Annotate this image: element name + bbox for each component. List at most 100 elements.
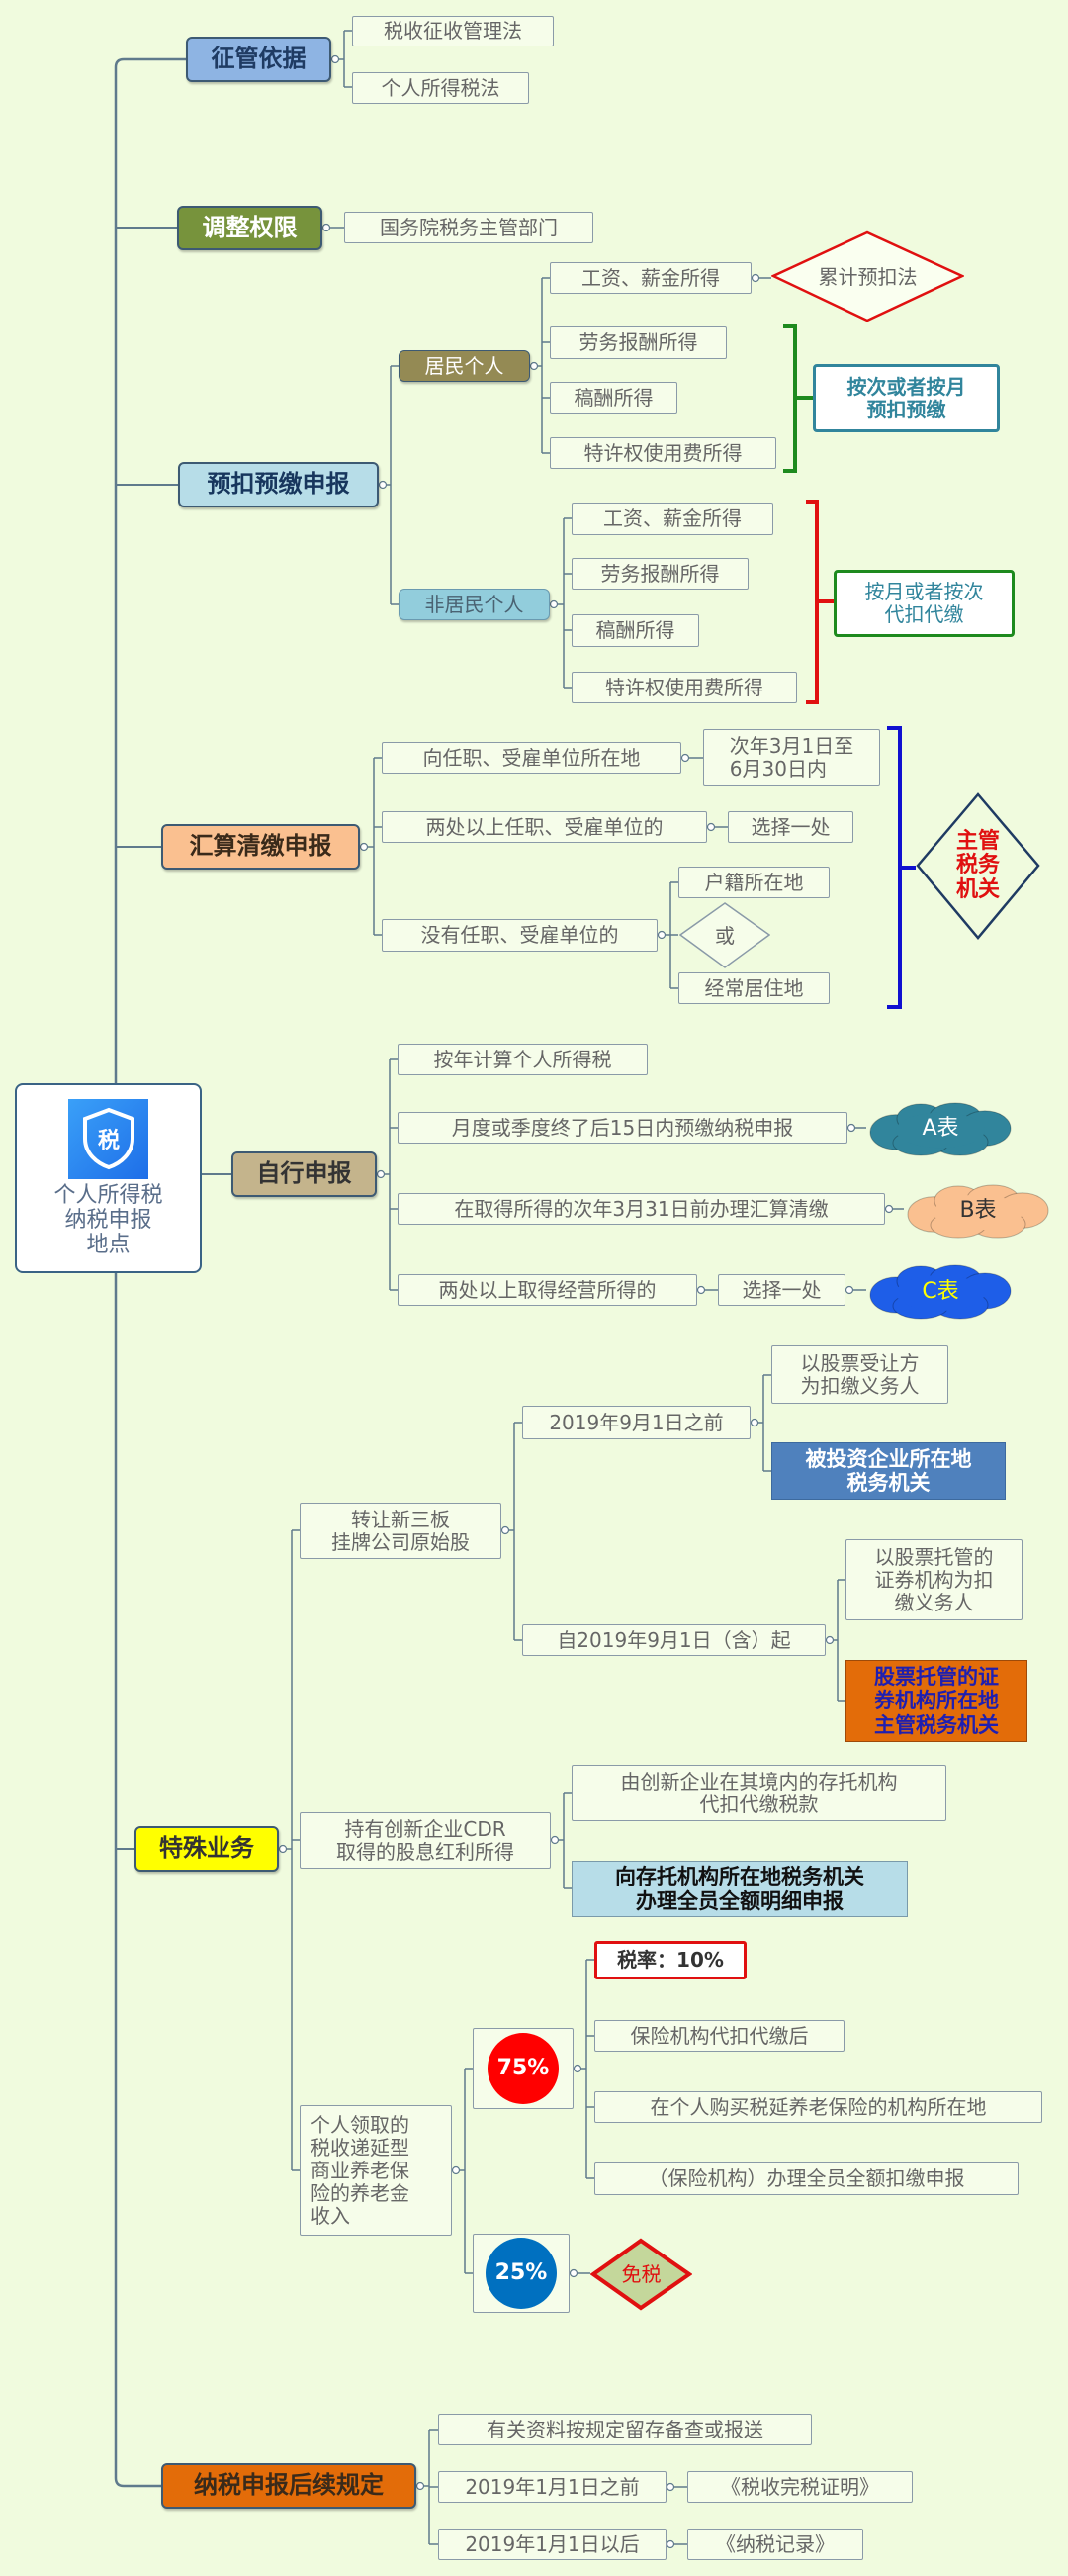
followup-tax-record[interactable]: 《纳税记录》 bbox=[687, 2529, 863, 2560]
followup-tax-certificate[interactable]: 《税收完税证明》 bbox=[687, 2471, 913, 2503]
nonresident-item-franchise[interactable]: 特许权使用费所得 bbox=[572, 672, 797, 703]
collapse-toggle-icon[interactable] bbox=[573, 2064, 582, 2073]
collapse-toggle-icon[interactable] bbox=[845, 1285, 854, 1295]
collapse-toggle-icon[interactable] bbox=[884, 1204, 894, 1214]
competent-tax-authority-label: 主管 税务 机关 bbox=[955, 829, 1000, 902]
node-resident[interactable]: 居民个人 bbox=[399, 350, 530, 382]
settlement-household-place[interactable]: 户籍所在地 bbox=[678, 867, 830, 898]
self-item-annual[interactable]: 按年计算个人所得税 bbox=[398, 1044, 648, 1075]
collapse-toggle-icon[interactable] bbox=[451, 2165, 461, 2175]
topic-authority[interactable]: 调整权限 bbox=[177, 206, 322, 250]
neeq-before-date[interactable]: 2019年9月1日之前 bbox=[522, 1406, 751, 1439]
form-b-cloud[interactable]: B表 bbox=[904, 1183, 1052, 1240]
resident-item-franchise[interactable]: 特许权使用费所得 bbox=[550, 437, 776, 469]
form-a-cloud[interactable]: A表 bbox=[866, 1101, 1015, 1157]
resident-item-labor[interactable]: 劳务报酬所得 bbox=[550, 326, 727, 359]
self-item-prepay[interactable]: 月度或季度终了后15日内预缴纳税申报 bbox=[398, 1112, 847, 1144]
collapse-toggle-icon[interactable] bbox=[680, 753, 690, 763]
pension-25-node[interactable]: 25% bbox=[473, 2234, 570, 2313]
self-item-settlement[interactable]: 在取得所得的次年3月31日前办理汇算清缴 bbox=[398, 1193, 885, 1225]
cdr-withholding[interactable]: 由创新企业在其境内的存托机构 代扣代缴税款 bbox=[572, 1765, 946, 1821]
self-choose-one[interactable]: 选择一处 bbox=[718, 1274, 846, 1306]
self-item-multiple-business[interactable]: 两处以上取得经营所得的 bbox=[398, 1274, 697, 1306]
neeq-after-authority[interactable]: 股票托管的证 券机构所在地 主管税务机关 bbox=[846, 1660, 1027, 1742]
collapse-toggle-icon[interactable] bbox=[569, 2268, 578, 2278]
topic-prepay[interactable]: 预扣预缴申报 bbox=[178, 462, 379, 507]
node-nonresident[interactable]: 非居民个人 bbox=[399, 589, 550, 620]
tax-shield-icon: 税 bbox=[68, 1098, 148, 1179]
settlement-choose-one[interactable]: 选择一处 bbox=[728, 811, 853, 843]
pension-node[interactable]: 个人领取的 税收递延型 商业养老保 险的养老金 收入 bbox=[300, 2105, 452, 2236]
collapse-toggle-icon[interactable] bbox=[330, 54, 340, 64]
neeq-before-authority[interactable]: 被投资企业所在地 税务机关 bbox=[771, 1442, 1006, 1500]
collapse-toggle-icon[interactable] bbox=[666, 2539, 675, 2549]
collapse-toggle-icon[interactable] bbox=[696, 1285, 706, 1295]
neeq-transfer-node[interactable]: 转让新三板 挂牌公司原始股 bbox=[300, 1503, 501, 1559]
collapse-toggle-icon[interactable] bbox=[706, 822, 716, 832]
collapse-toggle-icon[interactable] bbox=[529, 361, 539, 371]
collapse-toggle-icon[interactable] bbox=[500, 1525, 510, 1535]
cumulative-method-label: 累计预扣法 bbox=[818, 264, 918, 289]
resident-item-wage[interactable]: 工资、薪金所得 bbox=[550, 262, 752, 294]
form-b-label: B表 bbox=[959, 1198, 997, 1224]
cloud-shape bbox=[869, 1102, 1012, 1156]
collapse-toggle-icon[interactable] bbox=[415, 2481, 425, 2491]
cloud-shape bbox=[869, 1264, 1012, 1320]
settlement-item-employer[interactable]: 向任职、受雇单位所在地 bbox=[382, 742, 681, 774]
tax-exempt-label: 免税 bbox=[621, 2262, 662, 2286]
collapse-toggle-icon[interactable] bbox=[750, 1418, 759, 1427]
tax-exempt-diamond[interactable]: 免税 bbox=[590, 2238, 692, 2311]
settlement-residence-place[interactable]: 经常居住地 bbox=[678, 972, 830, 1004]
collapse-toggle-icon[interactable] bbox=[378, 480, 388, 490]
resident-item-royalty-author[interactable]: 稿酬所得 bbox=[550, 382, 677, 414]
cumulative-method-diamond[interactable]: 累计预扣法 bbox=[771, 230, 964, 322]
pension-insurer-filing[interactable]: （保险机构）办理全员全额扣缴申报 bbox=[594, 2162, 1019, 2195]
followup-before-2019[interactable]: 2019年1月1日之前 bbox=[438, 2471, 667, 2503]
pension-insurer-location[interactable]: 在个人购买税延养老保险的机构所在地 bbox=[594, 2091, 1042, 2123]
competent-tax-authority-diamond[interactable]: 主管 税务 机关 bbox=[916, 792, 1040, 940]
nonresident-withhold-note[interactable]: 按月或者按次 代扣代缴 bbox=[834, 570, 1015, 637]
collapse-toggle-icon[interactable] bbox=[550, 1835, 560, 1845]
nonresident-item-labor[interactable]: 劳务报酬所得 bbox=[572, 558, 749, 590]
settlement-item-multiple-employers[interactable]: 两处以上任职、受雇单位的 bbox=[382, 811, 707, 843]
tax-rate-node[interactable]: 税率：10% bbox=[594, 1941, 747, 1979]
svg-text:税: 税 bbox=[97, 1128, 119, 1153]
collapse-toggle-icon[interactable] bbox=[376, 1169, 386, 1179]
pct-25-badge: 25% bbox=[486, 2238, 557, 2309]
pension-insurer-withhold[interactable]: 保险机构代扣代缴后 bbox=[594, 2020, 845, 2052]
pct-75-label: 75% bbox=[496, 2056, 550, 2081]
cdr-filing[interactable]: 向存托机构所在地税务机关 办理全员全额明细申报 bbox=[572, 1861, 908, 1917]
form-c-cloud[interactable]: C表 bbox=[866, 1263, 1015, 1321]
followup-after-2019[interactable]: 2019年1月1日以后 bbox=[438, 2529, 667, 2560]
topic-settlement[interactable]: 汇算清缴申报 bbox=[161, 824, 360, 870]
collapse-toggle-icon[interactable] bbox=[321, 223, 331, 232]
node-tax-admin-law[interactable]: 税收征收管理法 bbox=[352, 16, 554, 46]
neeq-before-withholder[interactable]: 以股票受让方 为扣缴义务人 bbox=[771, 1345, 948, 1404]
followup-keep-records[interactable]: 有关资料按规定留存备查或报送 bbox=[438, 2414, 812, 2445]
node-iit-law[interactable]: 个人所得税法 bbox=[352, 72, 529, 104]
collapse-toggle-icon[interactable] bbox=[666, 2482, 675, 2492]
cdr-dividend-node[interactable]: 持有创新企业CDR 取得的股息红利所得 bbox=[300, 1812, 551, 1869]
resident-prepay-note[interactable]: 按次或者按月 预扣预缴 bbox=[813, 364, 1000, 432]
pension-75-node[interactable]: 75% bbox=[473, 2028, 574, 2109]
central-topic[interactable]: 税 个人所得税 纳税申报 地点 bbox=[15, 1083, 202, 1273]
collapse-toggle-icon[interactable] bbox=[549, 599, 559, 609]
collapse-toggle-icon[interactable] bbox=[751, 273, 760, 283]
collapse-toggle-icon[interactable] bbox=[825, 1635, 835, 1645]
neeq-after-withholder[interactable]: 以股票托管的 证券机构为扣 缴义务人 bbox=[846, 1539, 1023, 1620]
settlement-item-no-employer[interactable]: 没有任职、受雇单位的 bbox=[382, 919, 658, 952]
central-topic-label: 个人所得税 纳税申报 地点 bbox=[53, 1182, 163, 1258]
node-state-council[interactable]: 国务院税务主管部门 bbox=[344, 212, 593, 243]
topic-followup-rules[interactable]: 纳税申报后续规定 bbox=[161, 2463, 416, 2509]
collapse-toggle-icon[interactable] bbox=[846, 1123, 856, 1133]
neeq-after-date[interactable]: 自2019年9月1日（含）起 bbox=[522, 1624, 826, 1656]
collapse-toggle-icon[interactable] bbox=[278, 1844, 288, 1854]
topic-basis[interactable]: 征管依据 bbox=[186, 37, 331, 82]
nonresident-item-wage[interactable]: 工资、薪金所得 bbox=[572, 503, 773, 535]
collapse-toggle-icon[interactable] bbox=[359, 842, 369, 852]
nonresident-item-royalty-author[interactable]: 稿酬所得 bbox=[572, 614, 699, 647]
settlement-period[interactable]: 次年3月1日至 6月30日内 bbox=[703, 729, 880, 786]
collapse-toggle-icon[interactable] bbox=[657, 930, 667, 940]
topic-special-business[interactable]: 特殊业务 bbox=[134, 1826, 279, 1872]
topic-self-filing[interactable]: 自行申报 bbox=[231, 1151, 377, 1197]
